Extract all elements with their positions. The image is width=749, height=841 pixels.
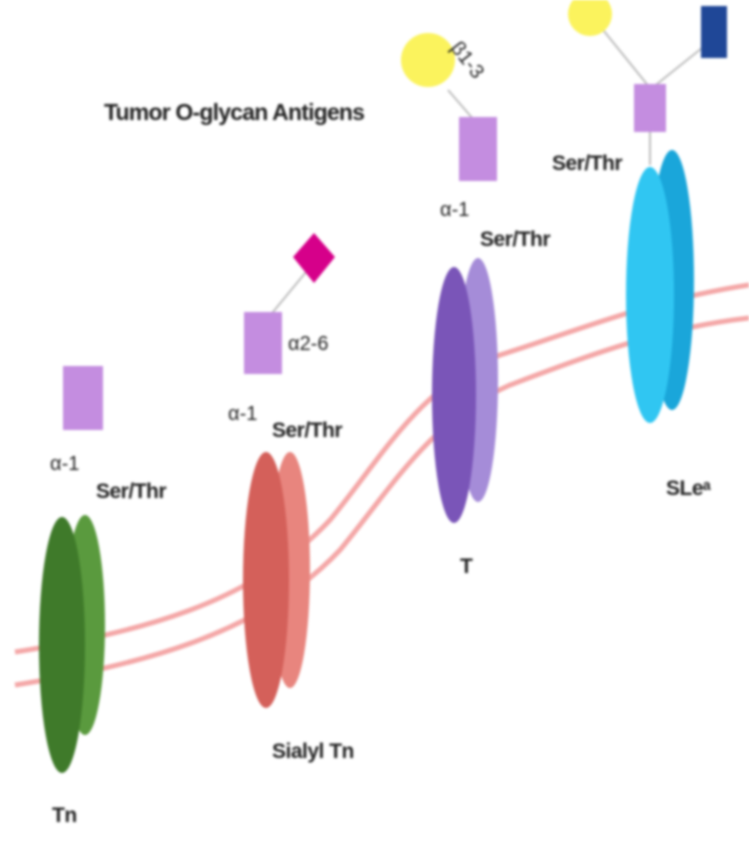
tn-antigen: α-1 Ser/Thr Tn	[39, 366, 167, 827]
tn-site-label: Ser/Thr	[96, 480, 166, 503]
sialyl-tn-antigen: α2-6 α-1 Ser/Thr Sialyl Tn	[228, 233, 354, 763]
slea-protein-front	[626, 167, 674, 423]
membrane-line-upper	[14, 282, 749, 655]
t-name-label: T	[460, 555, 473, 578]
membrane	[14, 282, 749, 688]
sialyl-tn-branch-link	[267, 271, 307, 319]
t-protein-front	[432, 267, 476, 523]
sialyl-tn-site-label: Ser/Thr	[272, 419, 342, 442]
t-galactose-circle	[401, 33, 455, 87]
t-site-label: Ser/Thr	[480, 228, 550, 251]
sialyl-tn-branch-linkage-label: α2-6	[288, 333, 328, 355]
tn-protein-front	[39, 517, 85, 773]
tn-linkage-label: α-1	[50, 453, 79, 475]
sialic-acid-diamond	[293, 233, 335, 283]
slea-galactose-circle	[568, 0, 612, 36]
sialyl-tn-galnac-square	[244, 312, 282, 374]
tn-name-label: Tn	[52, 804, 77, 827]
slea-glcnac-square	[701, 6, 727, 58]
tn-galnac-square	[63, 366, 103, 430]
t-linkage-label: α-1	[440, 199, 469, 221]
slea-name-label: SLeᵃ	[666, 477, 711, 500]
t-branch-link	[447, 89, 475, 121]
diagram-title: Tumor O-glycan Antigens	[104, 99, 364, 125]
sialyl-tn-protein-front	[243, 452, 289, 708]
slea-branch-link-left	[594, 19, 651, 89]
slea-antigen: Ser/Thr SLeᵃ	[552, 0, 727, 500]
t-antigen: β1-3 α-1 Ser/Thr T	[401, 33, 551, 578]
slea-site-label: Ser/Thr	[552, 152, 622, 175]
t-galnac-square	[459, 117, 497, 181]
slea-galnac-square	[634, 84, 666, 132]
sialyl-tn-name-label: Sialyl Tn	[272, 740, 354, 763]
membrane-line-lower	[14, 315, 749, 688]
sialyl-tn-linkage-label: α-1	[228, 403, 257, 425]
